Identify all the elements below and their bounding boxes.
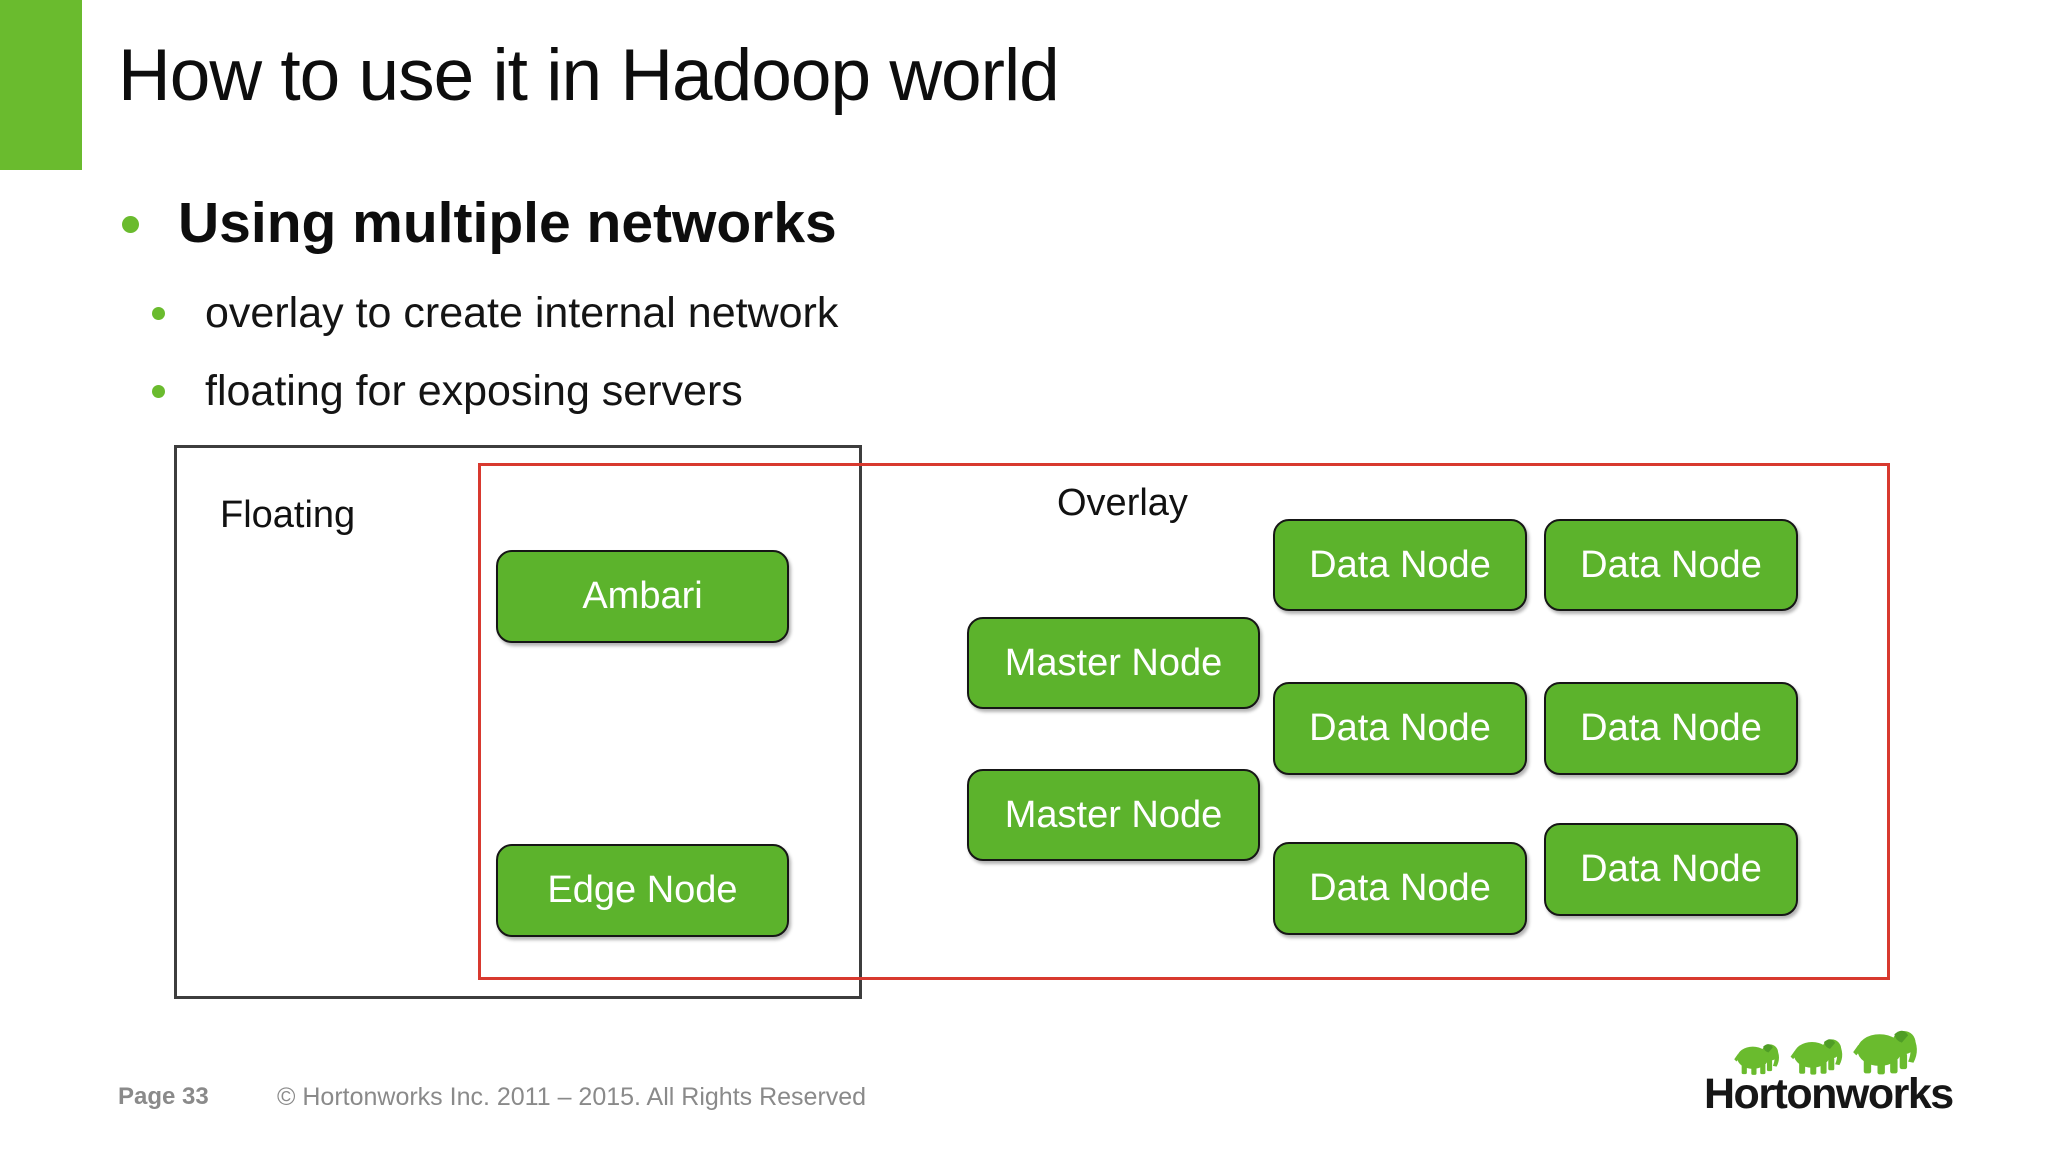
hortonworks-logo-text: Hortonworks [1704,1070,1954,1118]
node-edge-node: Edge Node [496,844,789,937]
overlay-network-box [478,463,1890,980]
elephant-icon [1853,1030,1917,1075]
node-data-node-3: Data Node [1273,682,1527,775]
bullet-dot-icon [152,307,165,320]
node-ambari: Ambari [496,550,789,643]
node-data-node-1: Data Node [1273,519,1527,611]
accent-bar [0,0,82,170]
node-master-node-1: Master Node [967,617,1260,709]
node-master-node-2: Master Node [967,769,1260,861]
page-number: Page 33 [118,1083,209,1110]
floating-network-box [174,445,862,999]
overlay-network-label: Overlay [1057,482,1188,524]
node-data-node-6: Data Node [1544,823,1798,916]
page-title: How to use it in Hadoop world [118,35,1060,116]
bullet-dot-icon [122,216,139,233]
node-data-node-5: Data Node [1273,842,1527,935]
hortonworks-logo: Hortonworks [1700,1020,1954,1120]
bullet-dot-icon [152,385,165,398]
floating-network-label: Floating [220,494,356,536]
node-data-node-4: Data Node [1544,682,1798,775]
node-data-node-2: Data Node [1544,519,1798,611]
bullet-sub-overlay: overlay to create internal network [205,289,839,337]
bullet-main: Using multiple networks [178,191,837,255]
bullet-sub-floating: floating for exposing servers [205,367,743,415]
copyright-text: © Hortonworks Inc. 2011 – 2015. All Righ… [277,1083,867,1111]
